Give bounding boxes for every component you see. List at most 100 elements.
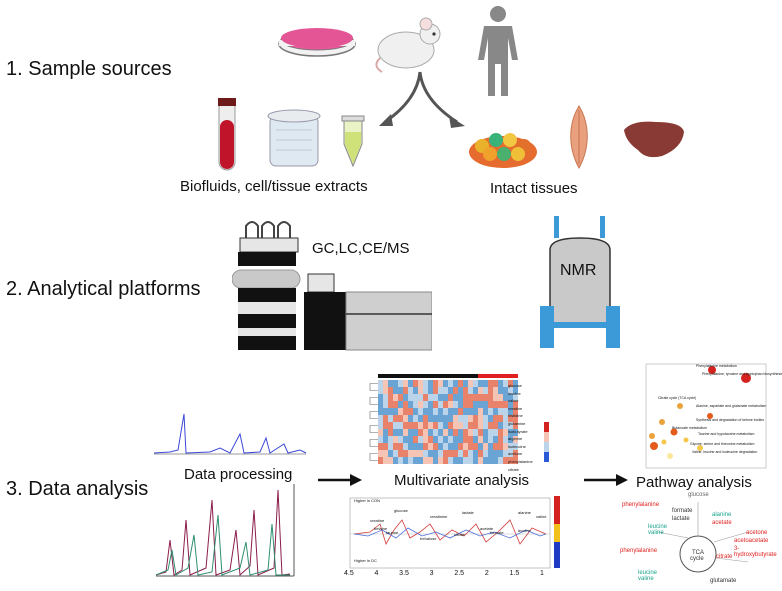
heatmap-cell: [438, 401, 443, 408]
node-citrate: citrate: [716, 554, 733, 560]
heatmap-cell: [513, 380, 518, 387]
heatmap-cell: [378, 387, 383, 394]
pathway-label: Citrate cycle (TCA cycle): [658, 396, 697, 400]
heatmap-cell: [463, 380, 468, 387]
heatmap-cell: [413, 401, 418, 408]
dendrogram-branch: [369, 439, 378, 447]
heatmap-cell: [488, 436, 493, 443]
mouse-icon: [375, 17, 441, 73]
heatmap-cell: [423, 443, 428, 450]
heatmap-cell: [378, 450, 383, 457]
row-title-data-analysis: 3. Data analysis: [6, 478, 149, 500]
heatmap-cell: [508, 408, 513, 415]
heatmap-cell: [473, 387, 478, 394]
heatmap-cell: [428, 457, 433, 464]
heatmap-cell: [468, 429, 473, 436]
microtube-icon: [341, 115, 365, 168]
heatmap-cell: [448, 415, 453, 422]
heatmap-cell: [498, 387, 503, 394]
heatmap-cell: [378, 408, 383, 415]
multivariate-label: Multivariate analysis: [394, 472, 530, 489]
heatmap-cell: [378, 436, 383, 443]
heatmap-cell: [433, 450, 438, 457]
pathway-label: Alanine, aspartate and glutamate metabol…: [696, 404, 767, 408]
heatmap-cell: [428, 443, 433, 450]
heatmap-cell: [488, 394, 493, 401]
heatmap-cell: [393, 422, 398, 429]
heatmap-cell: [403, 408, 408, 415]
heatmap-cell: [493, 380, 498, 387]
heatmap-cell: [418, 408, 423, 415]
heatmap-cell: [428, 422, 433, 429]
heatmap-cell: [478, 422, 483, 429]
heatmap-cell: [478, 457, 483, 464]
heatmap-cell: [428, 394, 433, 401]
heatmap-row-label: glucose: [508, 383, 522, 388]
heatmap-cell: [448, 443, 453, 450]
heatmap-cell: [393, 429, 398, 436]
heatmap-cell: [483, 429, 488, 436]
heatmap-cell: [403, 457, 408, 464]
heatmap-cell: [403, 415, 408, 422]
heatmap-cell: [493, 422, 498, 429]
heatmap-cell: [388, 408, 393, 415]
heatmap-cell: [498, 429, 503, 436]
heatmap-cell: [423, 422, 428, 429]
heatmap-cell: [418, 415, 423, 422]
heatmap-row-label: phenylalanine: [508, 458, 533, 464]
heatmap-cell: [413, 387, 418, 394]
heatmap-cell: [453, 443, 458, 450]
cells-cluster-icon: [469, 133, 537, 168]
heatmap-cell: [438, 422, 443, 429]
heatmap-cell: [458, 408, 463, 415]
heatmap-cell: [458, 457, 463, 464]
heatmap-cell: [453, 387, 458, 394]
node-leucine: leucine: [648, 524, 668, 530]
heatmap-cell: [398, 408, 403, 415]
heatmap-cell: [398, 380, 403, 387]
heatmap-cell: [488, 443, 493, 450]
raw-spectrum-chart: [153, 413, 307, 455]
heatmap-cell: [513, 429, 518, 436]
heatmap-cell: [458, 415, 463, 422]
heatmap-row-label: acetone: [508, 451, 523, 457]
axis-tick: 3.5: [399, 570, 409, 577]
heatmap-cell: [433, 401, 438, 408]
dendrogram-branch: [369, 453, 378, 461]
loadings-label: leucine: [518, 528, 531, 533]
heatmap-cell: [433, 422, 438, 429]
loadings-label: Higher in CON: [354, 498, 381, 503]
heatmap-cell: [503, 387, 508, 394]
heatmap-cell: [403, 401, 408, 408]
node-acetate: acetate: [712, 520, 732, 526]
dendrogram-branch: [369, 383, 378, 391]
heatmap-cell: [423, 394, 428, 401]
heatmap-cell: [378, 401, 383, 408]
arrow-right-icon: [584, 474, 628, 486]
heatmap-cell: [378, 422, 383, 429]
heatmap-cell: [413, 450, 418, 457]
data-processing-label: Data processing: [184, 466, 293, 483]
heatmap-group-bar: [378, 374, 518, 378]
node-phenylalanine: phenylalanine: [622, 502, 660, 508]
node-tca: TCA: [692, 550, 704, 556]
heatmap-cell: [513, 415, 518, 422]
heatmap-cell: [443, 415, 448, 422]
heatmap-cell: [513, 457, 518, 464]
heatmap-cell: [493, 443, 498, 450]
dendrogram-branch: [369, 397, 378, 405]
heatmap-cell: [463, 436, 468, 443]
heatmap-cell: [483, 436, 488, 443]
heatmap-cell: [473, 401, 478, 408]
heatmap-cell: [443, 429, 448, 436]
heatmap-cell: [488, 387, 493, 394]
heatmap-cell: [388, 443, 393, 450]
heatmap-cell: [383, 450, 388, 457]
heatmap-cell: [473, 436, 478, 443]
heatmap-cell: [438, 408, 443, 415]
node-lactate: lactate: [672, 516, 690, 522]
heatmap-cell: [488, 380, 493, 387]
axis-tick: 3: [429, 570, 434, 577]
loadings-label: taurine: [386, 530, 399, 535]
